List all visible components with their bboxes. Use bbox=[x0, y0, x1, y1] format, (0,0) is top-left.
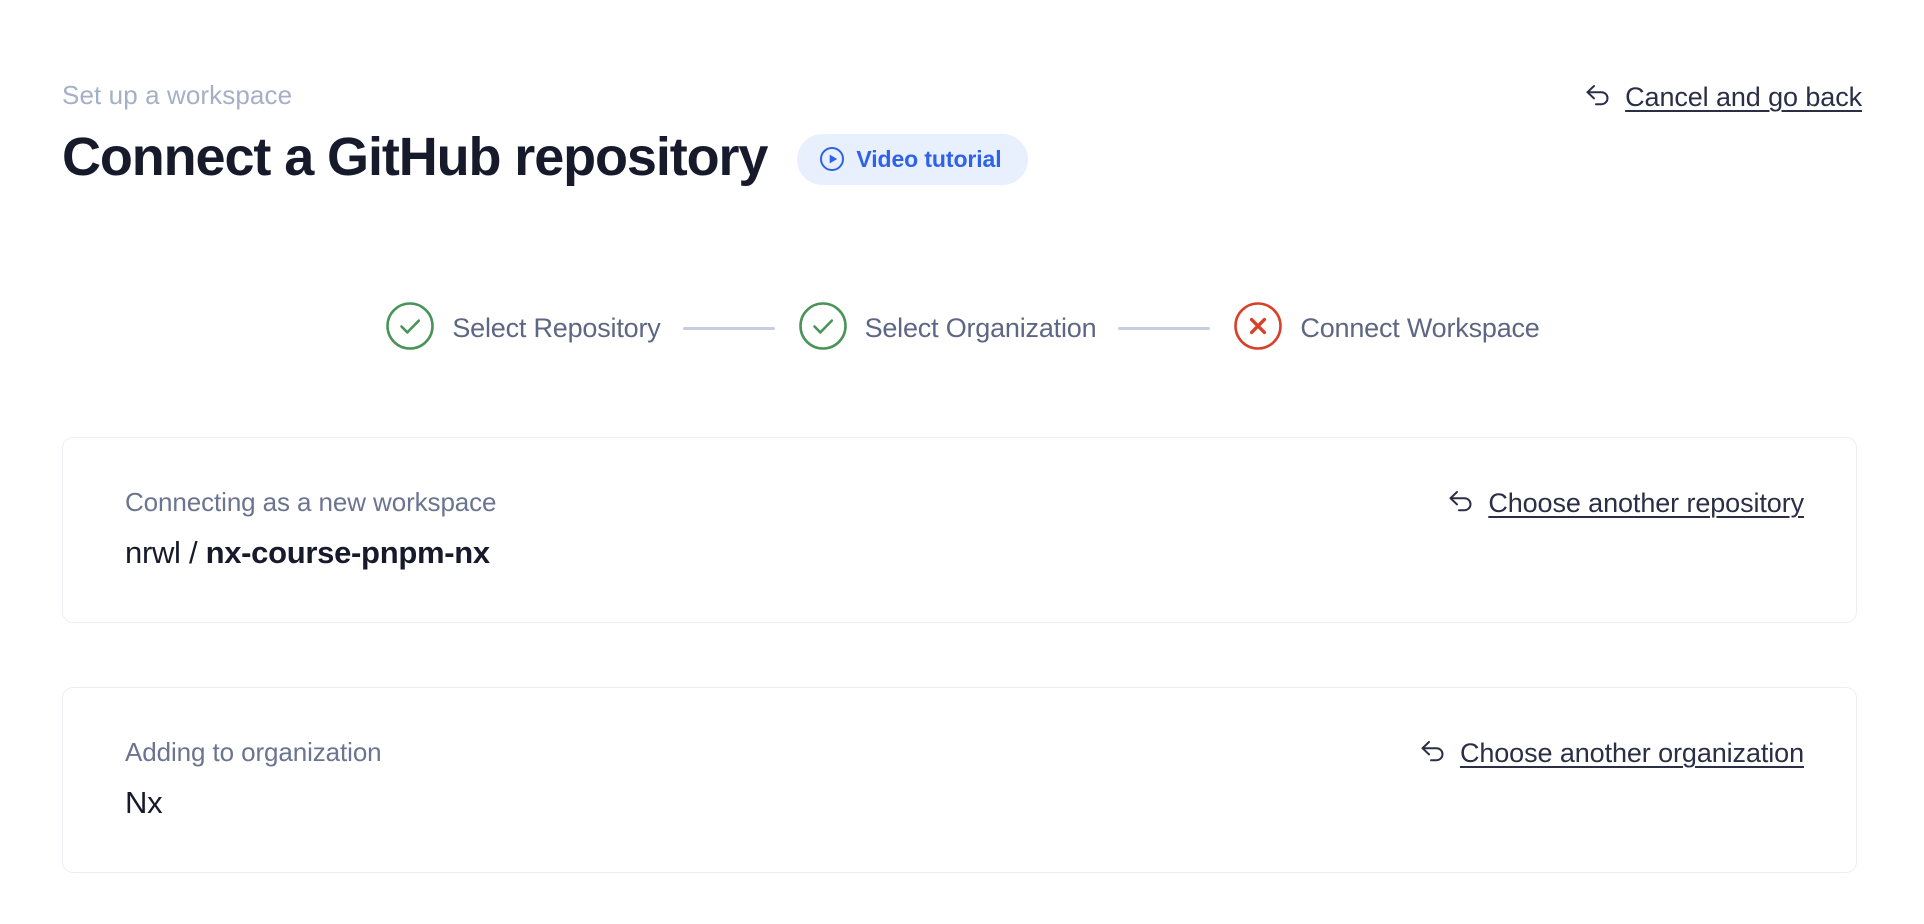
video-tutorial-label: Video tutorial bbox=[856, 145, 1002, 172]
step-label: Select Repository bbox=[452, 313, 661, 343]
play-circle-icon bbox=[819, 146, 845, 172]
cancel-and-go-back-label: Cancel and go back bbox=[1625, 82, 1862, 112]
step-connector bbox=[1118, 327, 1211, 330]
repository-card-value: nrwl / nx-course-pnpm-nx bbox=[125, 534, 496, 572]
step-connect-workspace[interactable]: Connect Workspace bbox=[1232, 300, 1540, 357]
organization-card: Adding to organization Nx Choose another… bbox=[62, 687, 1857, 873]
choose-another-repository-link[interactable]: Choose another repository bbox=[1446, 488, 1804, 519]
progress-stepper: Select Repository Select Organization Co… bbox=[0, 300, 1924, 357]
back-arrow-icon bbox=[1583, 82, 1613, 113]
back-arrow-icon bbox=[1418, 738, 1448, 769]
step-select-repository[interactable]: Select Repository bbox=[384, 300, 661, 357]
breadcrumb: Set up a workspace bbox=[62, 80, 293, 110]
title-row: Connect a GitHub repository Video tutori… bbox=[62, 126, 1862, 188]
repository-owner: nrwl / bbox=[125, 535, 206, 570]
repository-card: Connecting as a new workspace nrwl / nx-… bbox=[62, 437, 1857, 623]
step-select-organization[interactable]: Select Organization bbox=[797, 300, 1097, 357]
back-arrow-icon bbox=[1446, 488, 1476, 519]
x-circle-icon bbox=[1232, 300, 1284, 357]
video-tutorial-button[interactable]: Video tutorial bbox=[797, 133, 1028, 185]
organization-card-body: Adding to organization Nx bbox=[125, 736, 382, 822]
repository-card-body: Connecting as a new workspace nrwl / nx-… bbox=[125, 486, 497, 572]
repository-name: nx-course-pnpm-nx bbox=[205, 535, 491, 570]
organization-card-value: Nx bbox=[125, 785, 163, 820]
step-connector bbox=[682, 327, 775, 330]
choose-another-organization-label: Choose another organization bbox=[1459, 738, 1804, 768]
step-label: Select Organization bbox=[864, 313, 1097, 343]
repository-card-caption: Connecting as a new workspace bbox=[125, 487, 497, 517]
check-circle-icon bbox=[384, 300, 436, 357]
organization-card-caption: Adding to organization bbox=[125, 737, 382, 767]
page-header: Set up a workspace Connect a GitHub repo… bbox=[62, 78, 1862, 188]
cancel-and-go-back-link[interactable]: Cancel and go back bbox=[1583, 82, 1862, 113]
page-title: Connect a GitHub repository bbox=[62, 127, 768, 187]
step-label: Connect Workspace bbox=[1300, 313, 1540, 343]
choose-another-organization-link[interactable]: Choose another organization bbox=[1418, 738, 1804, 769]
choose-another-repository-label: Choose another repository bbox=[1488, 488, 1804, 518]
check-circle-icon bbox=[797, 300, 849, 357]
